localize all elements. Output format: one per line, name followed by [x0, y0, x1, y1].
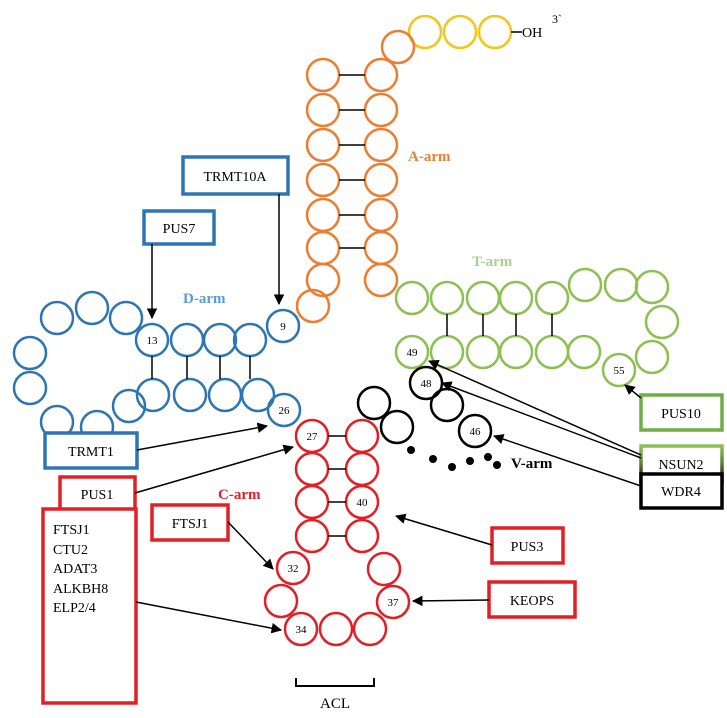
position-37: 37 [388, 597, 400, 609]
acceptor-tail [407, 14, 513, 50]
pus10-box: PUS10 [639, 393, 724, 432]
arrow-keops-to-37 [411, 595, 490, 607]
v-arm-dots [407, 446, 501, 471]
position-34: 34 [296, 624, 308, 636]
trmt10a-box: TRMT10A [181, 155, 290, 196]
arrow-ftsj1-to-32 [227, 521, 274, 570]
pus3-box: PUS3 [490, 526, 565, 565]
arrow-nsun2-to-48 [441, 381, 642, 459]
acl-label: ACL [320, 696, 350, 712]
v-arm-label: V-arm [511, 456, 553, 472]
wdr4-label: WDR4 [661, 485, 701, 500]
wdr4-box: WDR4 [639, 472, 724, 510]
position-27: 27 [307, 431, 319, 443]
c-arm-label: C-arm [218, 487, 261, 503]
pus7-box: PUS7 [142, 209, 216, 246]
t-arm-label: T-arm [472, 254, 513, 270]
pus3-label: PUS3 [511, 540, 544, 555]
multi-enzyme-item: FTSJ1 [53, 523, 90, 538]
trmt1-label: TRMT1 [68, 445, 114, 460]
a-arm-label: A-arm [408, 149, 451, 165]
arrow-pus1-to-27 [134, 444, 295, 494]
arrow-multi-to-34 [135, 601, 283, 634]
three-prime-label: 3` [552, 12, 562, 26]
multi-enzyme-item: ELP2/4 [53, 601, 96, 616]
position-32: 32 [288, 563, 299, 575]
multi-enzyme-item: ADAT3 [53, 562, 97, 577]
multi-enzyme-box: FTSJ1 CTU2 ADAT3 ALKBH8 ELP2/4 [41, 507, 138, 705]
trmt1-box: TRMT1 [43, 431, 139, 470]
position-55: 55 [614, 365, 626, 377]
position-48: 48 [421, 378, 433, 390]
arrow-pus3-to-40 [394, 513, 493, 546]
arrow-pus10-to-55 [624, 384, 642, 399]
v-arm [356, 365, 493, 449]
c-arm [263, 418, 411, 647]
arrow-nsun2-to-49 [428, 360, 642, 456]
position-49: 49 [407, 347, 419, 359]
multi-enzyme-item: ALKBH8 [53, 582, 108, 597]
t-arm [394, 267, 680, 388]
position-13: 13 [147, 335, 159, 347]
nsun2-label: NSUN2 [658, 458, 703, 473]
arrow-trmt1-to-26 [136, 422, 269, 451]
position-46: 46 [470, 426, 482, 438]
trmt10a-label: TRMT10A [204, 170, 268, 185]
pus1-box: PUS1 [58, 475, 137, 512]
pus1-label: PUS1 [81, 488, 114, 503]
position-40: 40 [357, 497, 369, 509]
ftsj1-box: FTSJ1 [150, 503, 230, 542]
keops-box: KEOPS [487, 580, 577, 619]
arrows [134, 194, 642, 634]
pus10-label: PUS10 [661, 407, 701, 422]
d-arm [12, 290, 302, 445]
acl-bracket [295, 678, 375, 687]
position-9: 9 [280, 321, 286, 333]
multi-enzyme-item: CTU2 [53, 543, 88, 558]
oh-label: OH [522, 26, 542, 41]
ftsj1-label: FTSJ1 [172, 517, 209, 532]
pus7-label: PUS7 [163, 222, 196, 237]
arrow-wdr4-to-46 [493, 434, 642, 487]
keops-label: KEOPS [510, 594, 554, 609]
d-arm-label: D-arm [183, 291, 226, 307]
position-26: 26 [279, 405, 291, 417]
